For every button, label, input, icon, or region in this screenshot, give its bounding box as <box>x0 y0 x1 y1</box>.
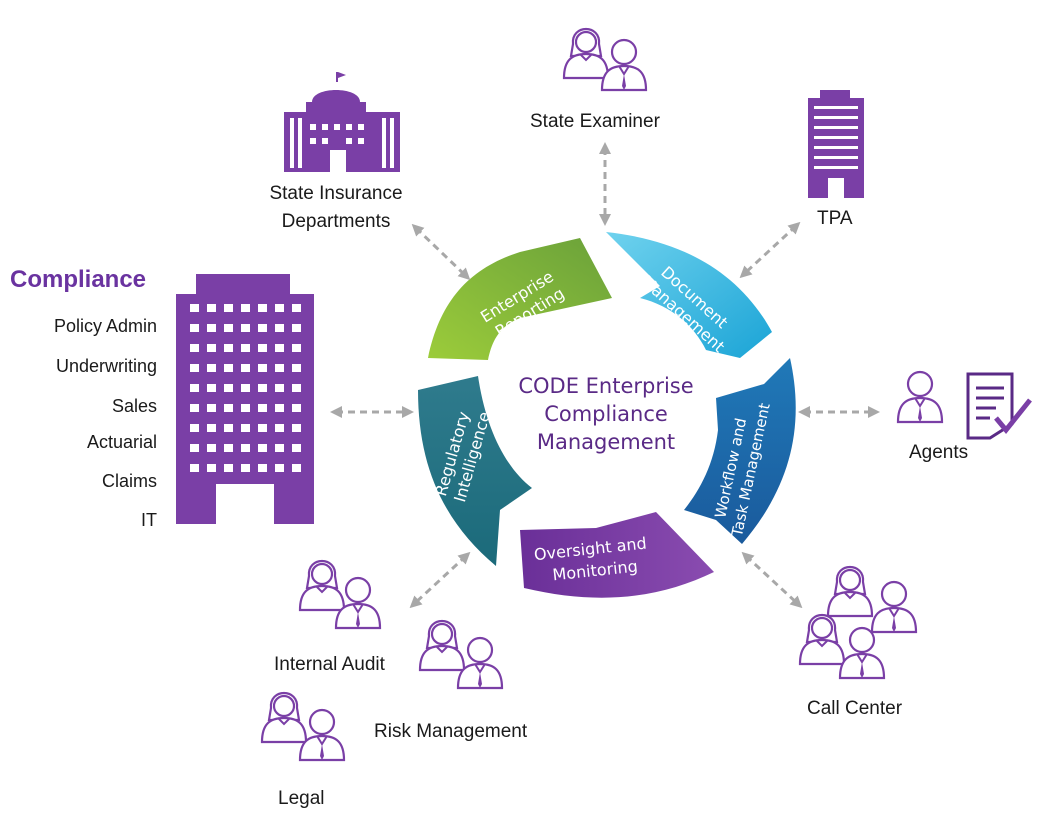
capitol-building-icon <box>284 72 400 172</box>
risk-management-label: Risk Management <box>374 721 528 742</box>
center-title: CODE Enterprise Compliance Management <box>496 372 716 456</box>
document-check-icon <box>966 372 1032 440</box>
internal-audit-label: Internal Audit <box>274 654 385 675</box>
arrow-state-insurance <box>411 223 471 281</box>
state-insurance-line: State Insurance <box>269 183 403 204</box>
cycle-segment-regulatory: Regulatory Intelligence <box>418 376 532 566</box>
compliance-item: Underwriting <box>55 356 157 376</box>
tpa-label: TPA <box>817 208 853 229</box>
legal-label: Legal <box>278 788 325 809</box>
cycle-segment-oversight: Oversight and Monitoring <box>520 512 714 598</box>
compliance-title: Compliance <box>10 266 147 293</box>
state-examiner-people-icon <box>562 27 648 92</box>
center-title-line: Compliance <box>544 402 668 426</box>
legal-people-icon <box>260 691 346 762</box>
arrow-call-center <box>741 551 803 609</box>
compliance-item: Sales <box>111 396 157 416</box>
risk-management-people-icon <box>418 619 504 690</box>
connector-arrows <box>330 142 880 609</box>
state-insurance-label: State Insurance Departments <box>258 180 414 236</box>
arrow-tpa <box>739 221 801 279</box>
state-insurance-line: Departments <box>281 211 391 232</box>
cycle-segment-enterprise-reporting: Enterprise Reporting <box>428 238 612 360</box>
cycle-segment-document-management: Document Management <box>606 232 772 358</box>
center-title-line: CODE Enterprise <box>518 374 694 398</box>
compliance-item: Claims <box>101 471 157 491</box>
call-center-label: Call Center <box>807 698 903 719</box>
agents-person-icon <box>896 370 944 424</box>
agents-label: Agents <box>909 442 969 463</box>
compliance-item: IT <box>141 510 157 530</box>
state-examiner-label: State Examiner <box>530 111 660 132</box>
tpa-building-icon <box>808 90 864 198</box>
arrow-internal-audit <box>409 551 471 609</box>
compliance-item: Actuarial <box>86 432 157 452</box>
compliance-building-icon <box>176 274 314 524</box>
center-title-line: Management <box>536 430 676 454</box>
call-center-people-icon <box>798 565 918 680</box>
internal-audit-people-icon <box>298 559 382 630</box>
compliance-item: Policy Admin <box>53 316 157 336</box>
